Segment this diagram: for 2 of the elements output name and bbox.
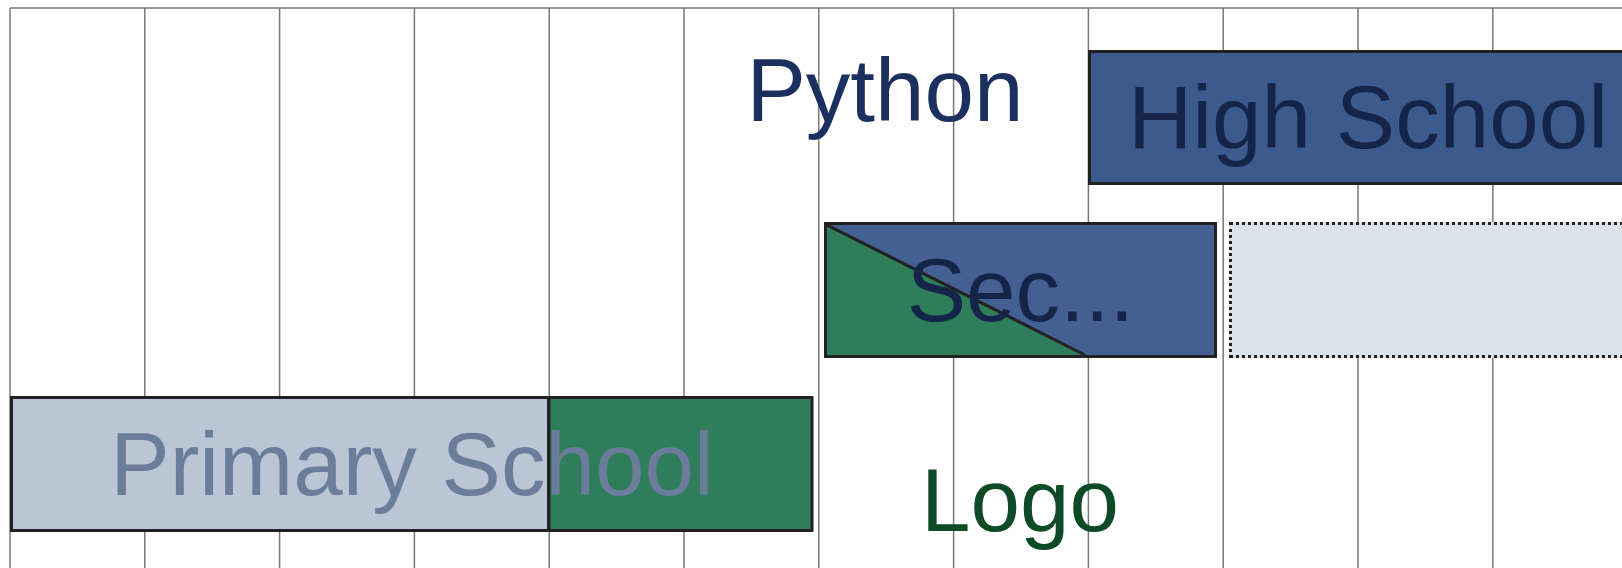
timeline-bar: High School bbox=[1088, 50, 1622, 185]
placeholder-bar bbox=[1229, 222, 1622, 358]
